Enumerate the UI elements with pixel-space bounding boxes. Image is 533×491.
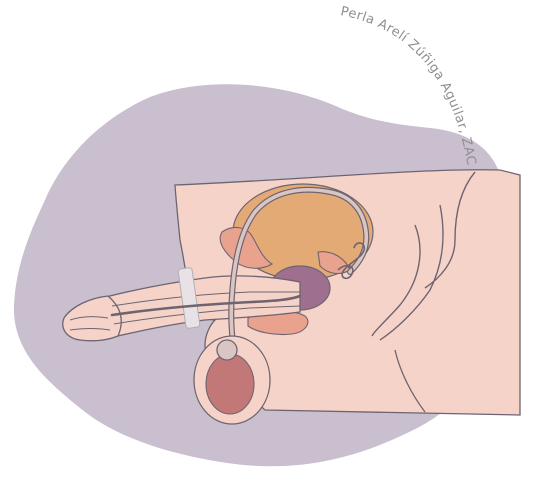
epididymis (217, 340, 237, 360)
testis (206, 354, 254, 414)
